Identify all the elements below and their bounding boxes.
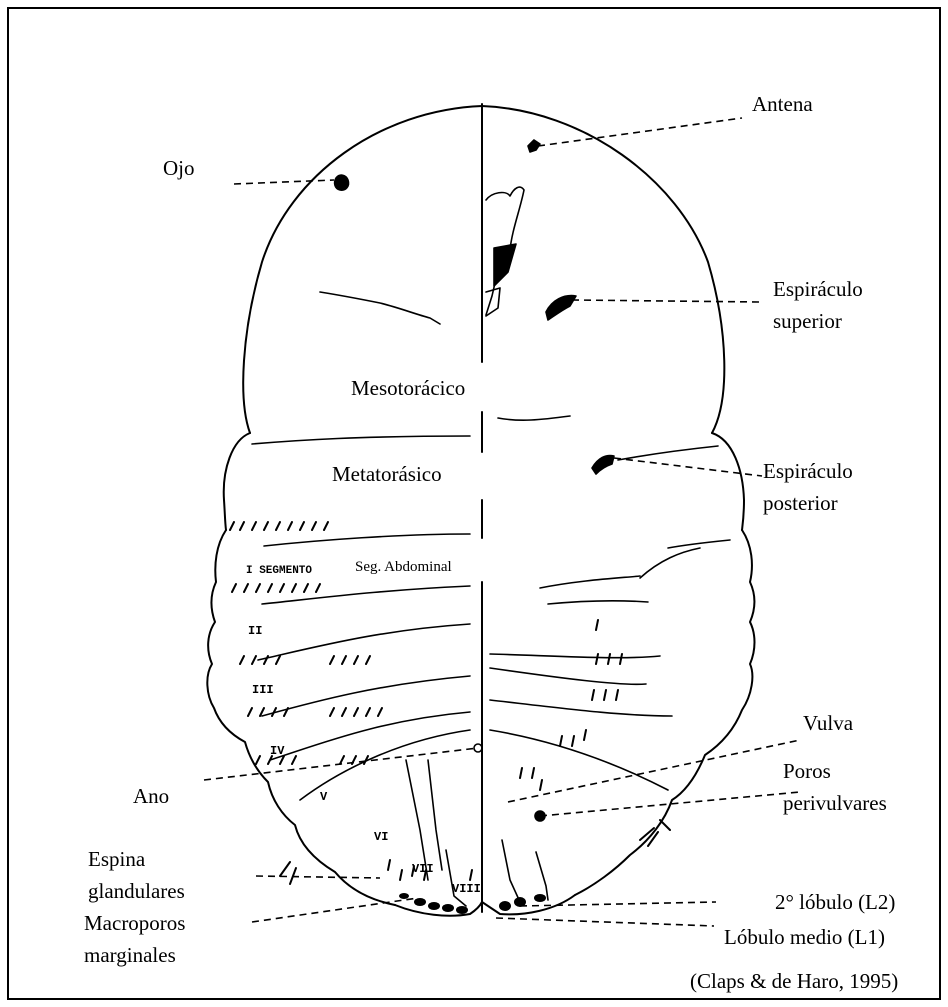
label-vulva: Vulva — [803, 711, 854, 735]
segment-label-2: II — [248, 624, 262, 638]
label-espiraculo-posterior-2: posterior — [763, 491, 838, 515]
label-seg-abdominal: Seg. Abdominal — [355, 559, 452, 575]
label-espiraculo-superior-2: superior — [773, 309, 842, 333]
segment-label-6: VI — [374, 830, 388, 844]
label-lobulo-medio: Lóbulo medio (L1) — [724, 925, 885, 949]
annotation-labels: Antena Ojo Espiráculo superior Mesotorác… — [84, 92, 898, 993]
label-ano: Ano — [133, 784, 169, 808]
label-espina-2: glandulares — [88, 879, 185, 903]
label-espiraculo-posterior-1: Espiráculo — [763, 459, 853, 483]
marginal-macropores — [399, 893, 546, 914]
segment-label-4: IV — [270, 744, 285, 758]
segment-label-3: III — [252, 683, 274, 697]
segment-label-8: VIII — [452, 882, 481, 896]
label-mesotoracico: Mesotorácico — [351, 376, 465, 400]
segment-label-1: I SEGMENTO — [246, 565, 312, 577]
leader-lines — [204, 118, 800, 926]
label-poros-2: perivulvares — [783, 791, 887, 815]
label-segundo-lobulo: 2° lóbulo (L2) — [775, 890, 895, 914]
label-metatorasico: Metatorásico — [332, 462, 442, 486]
label-macroporos-1: Macroporos — [84, 911, 185, 935]
label-espina-1: Espina — [88, 847, 146, 871]
label-macroporos-2: marginales — [84, 943, 176, 967]
label-espiraculo-superior-1: Espiráculo — [773, 277, 863, 301]
citation: (Claps & de Haro, 1995) — [690, 969, 898, 993]
label-antena: Antena — [752, 92, 813, 116]
label-poros-1: Poros — [783, 759, 831, 783]
segment-label-5: V — [320, 790, 328, 804]
segment-label-7: VII — [412, 862, 434, 876]
label-ojo: Ojo — [163, 156, 195, 180]
body-outline — [207, 106, 754, 916]
